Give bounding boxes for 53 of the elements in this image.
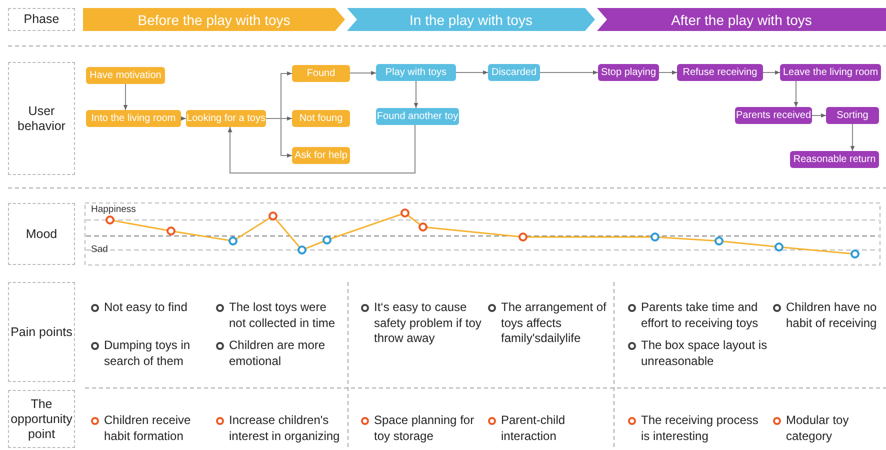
step-box: Play with toys [376,64,456,81]
arrow [794,80,798,108]
pain-point-text: The lost toys were not collected in time [229,300,336,332]
opportunity-text: Increase children's interest in organizing [229,413,341,444]
pain-point-text: The arrangement of toys affects family'sdailylife [501,300,608,347]
pain-point-text: Parents take time and effort to receiving toys [641,300,760,332]
row-header: Phase [8,8,75,31]
arrow [123,84,128,110]
arrow [540,70,598,75]
opportunity-text: Space planning for toy storage [374,413,476,444]
step-box: Ask for help [292,147,350,164]
pain-point-text: Dumping toys in search of them [104,338,192,370]
arrow [350,70,376,76]
arrow [456,70,488,75]
arrow [762,70,780,75]
pain-point-text: Children are more emotional [229,338,326,370]
arrow [658,70,678,75]
step-box: Leave the living room [780,64,881,81]
row-header: Pain points [8,282,75,382]
step-box: Looking for a toys [186,110,266,127]
arrow [266,118,292,158]
arrow [850,124,855,152]
step-box: Parents received [735,107,812,124]
step-box: Discarded [488,64,540,81]
step-box: Have motivation [86,67,165,84]
pain-point-text: Children have no habit of receiving [786,300,878,332]
axis-label: Happiness [91,204,137,215]
pain-point-text: It‘s easy to cause safety problem if toy throw away [374,300,482,347]
pain-point-text: Not easy to find [104,300,188,316]
step-box: Reasonable return [790,151,879,168]
step-box: Not foung [292,110,350,127]
arrow [180,116,186,121]
arrow [812,113,826,118]
step-box: Sorting [826,107,879,124]
row-header: User behavior [8,62,75,175]
phase-banner: Before the play with toys [83,8,345,31]
opportunity-text: Parent-child interaction [501,413,566,444]
arrow [228,124,416,174]
opportunity-text: Children receive habit formation [104,413,192,444]
row-header: The opportunity point [8,390,75,448]
step-box: Found another toy [376,108,459,125]
phase-banner: In the play with toys [347,8,595,31]
step-box: Refuse receiving [677,64,763,81]
arrow [414,80,418,108]
axis-label: Sad [91,244,109,255]
opportunity-text: The receiving process is interesting [641,413,760,444]
phase-banner: After the play with toys [597,8,886,31]
opportunity-text: Modular toy category [786,413,850,444]
step-box: Into the living room [86,110,181,127]
step-box: Found [292,65,350,82]
row-header: Mood [8,203,75,265]
pain-point-text: The box space layout is unreasonable [641,338,768,370]
step-box: Stop playing [598,64,659,81]
